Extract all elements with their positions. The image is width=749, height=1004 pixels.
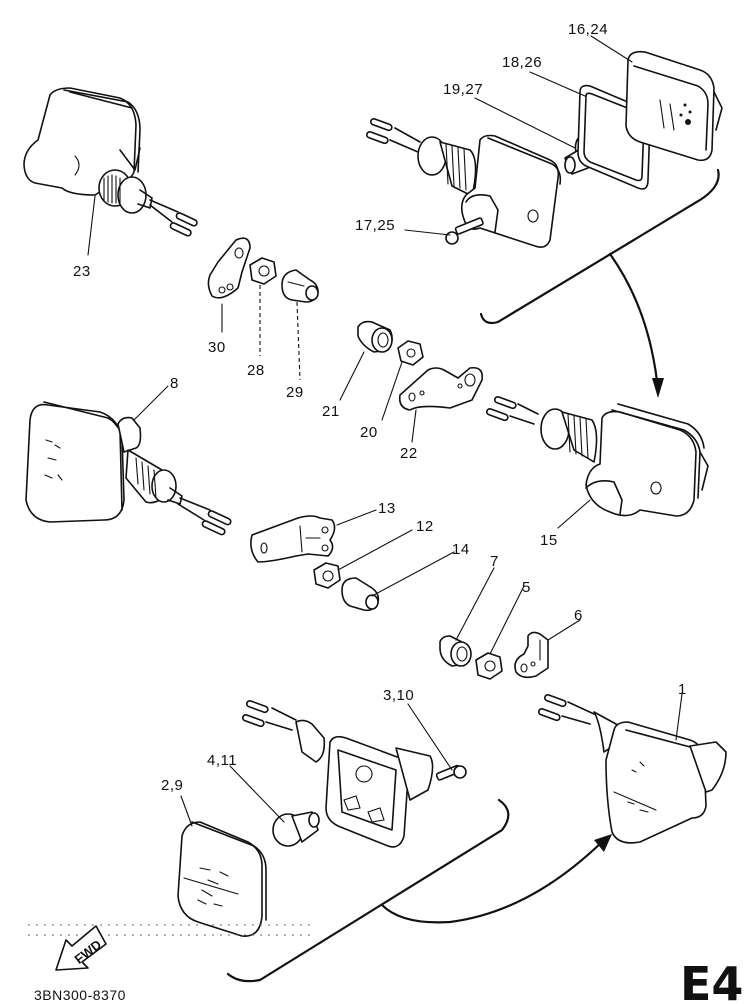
callout-15: 15	[540, 532, 558, 549]
flasher-assembly-15[interactable]	[485, 396, 709, 517]
callout-14: 14	[452, 541, 470, 558]
gasket-18-26[interactable]	[577, 84, 651, 190]
callout-4-11: 4,11	[207, 752, 237, 769]
callout-12: 12	[416, 518, 434, 535]
nut-12[interactable]	[313, 562, 341, 589]
callout-28: 28	[247, 362, 265, 379]
callout-6: 6	[574, 607, 583, 624]
stay-6[interactable]	[514, 631, 549, 679]
drawing-number: 3BN300-8370	[34, 987, 126, 1003]
flasher-assembly-23[interactable]	[23, 87, 198, 237]
callout-3-10: 3,10	[383, 687, 414, 704]
flasher-assembly-1[interactable]	[537, 694, 727, 844]
callout-21: 21	[322, 403, 340, 420]
lens-16-24[interactable]	[625, 50, 723, 162]
damper-21[interactable]	[357, 320, 393, 353]
lens-2-9[interactable]	[177, 821, 267, 937]
callout-7: 7	[490, 553, 499, 570]
stay-30[interactable]	[207, 237, 251, 299]
page-id: E4	[680, 957, 743, 1004]
damper-14[interactable]	[341, 577, 380, 612]
callout-5: 5	[522, 579, 531, 596]
callout-19-27: 19,27	[443, 81, 483, 98]
nut-28[interactable]	[249, 257, 277, 285]
group-bracket-top	[479, 168, 720, 325]
callout-17-25: 17,25	[355, 217, 395, 234]
nut-5[interactable]	[475, 652, 503, 680]
callout-23: 23	[73, 263, 91, 280]
callout-8: 8	[170, 375, 179, 392]
callout-1: 1	[678, 681, 687, 698]
nut-20[interactable]	[397, 340, 424, 366]
screw-17-25[interactable]	[445, 217, 484, 245]
callout-2-9: 2,9	[161, 777, 183, 794]
flasher-assembly-8[interactable]	[25, 401, 232, 536]
assembly-arrow-top	[608, 252, 660, 392]
callout-16-24: 16,24	[568, 21, 608, 38]
callout-18-26: 18,26	[502, 54, 542, 71]
stay-22[interactable]	[398, 366, 484, 411]
damper-7[interactable]	[439, 635, 472, 667]
assembly-arrow-bottom	[380, 838, 606, 924]
flasher-housing-rear-right-exploded[interactable]	[365, 118, 562, 248]
scan-artifact	[28, 924, 310, 936]
callout-29: 29	[286, 384, 304, 401]
callout-30: 30	[208, 339, 226, 356]
flasher-housing-front-left-exploded[interactable]	[241, 700, 434, 848]
callout-20: 20	[360, 424, 378, 441]
screw-3-10[interactable]	[435, 764, 467, 781]
forward-direction-arrow: FWD	[55, 925, 107, 971]
callout-13: 13	[378, 500, 396, 517]
stay-13[interactable]	[250, 515, 336, 563]
damper-29[interactable]	[281, 269, 319, 303]
callout-22: 22	[400, 445, 418, 462]
bulb-4-11[interactable]	[272, 811, 320, 847]
